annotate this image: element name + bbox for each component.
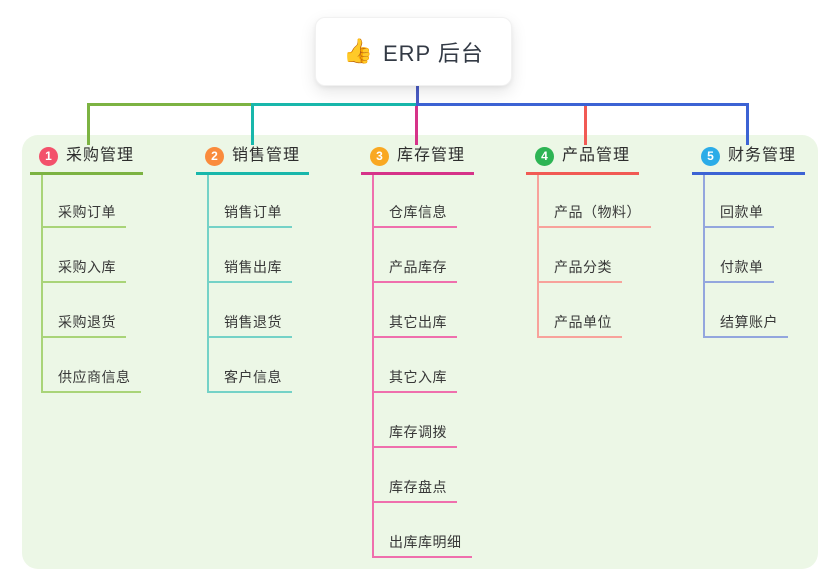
branch-1-child-1[interactable]: 采购订单 [43,204,126,228]
list-item: 销售订单 [207,175,309,228]
list-item: 回款单 [703,175,805,228]
branch-3-child-5[interactable]: 库存调拨 [374,424,457,448]
list-item: 客户信息 [207,338,309,393]
branch-1-child-2[interactable]: 采购入库 [43,259,126,283]
branch-2-drop-line [251,103,254,145]
list-item: 出库库明细 [372,503,474,558]
branch-5-number-badge: 5 [701,146,720,166]
branch-1-children: 采购订单采购入库采购退货供应商信息 [41,175,143,393]
bus-segment-3 [416,103,749,106]
branch-4-children: 产品（物料） 产品分类产品单位 [537,175,651,338]
branch-1-header[interactable]: 1 采购管理 [30,146,143,175]
root-connector-line [416,86,419,103]
branch-5-child-1[interactable]: 回款单 [705,204,774,228]
list-item: 销售出库 [207,228,309,283]
branch-4-header[interactable]: 4 产品管理 [526,146,639,175]
branch-5-header[interactable]: 5 财务管理 [692,146,805,175]
list-item: 仓库信息 [372,175,474,228]
list-item: 产品分类 [537,228,651,283]
list-item: 采购订单 [41,175,143,228]
branch-5-label: 财务管理 [728,147,797,164]
branch-1-drop-line [87,103,90,145]
branch-5-child-2[interactable]: 付款单 [705,259,774,283]
thumbs-up-icon: 👍 [343,37,373,65]
branch-1: 1 采购管理采购订单采购入库采购退货供应商信息 [30,146,143,393]
branch-4-child-1[interactable]: 产品（物料） [539,204,651,228]
branch-2: 2 销售管理销售订单销售出库销售退货客户信息 [196,146,309,393]
branch-4-drop-line [584,103,587,145]
branch-3-child-7[interactable]: 出库库明细 [374,534,472,558]
bus-segment-1 [87,103,252,106]
branch-5-drop-line [746,103,749,145]
branch-1-child-3[interactable]: 采购退货 [43,314,126,338]
list-item: 其它出库 [372,283,474,338]
branch-2-children: 销售订单销售出库销售退货客户信息 [207,175,309,393]
branch-3-children: 仓库信息产品库存其它出库其它入库库存调拨库存盘点出库库明细 [372,175,474,558]
branch-2-child-3[interactable]: 销售退货 [209,314,292,338]
branch-1-child-4[interactable]: 供应商信息 [43,369,141,393]
branch-2-number-badge: 2 [205,146,224,166]
branch-4-child-2[interactable]: 产品分类 [539,259,622,283]
branch-2-header[interactable]: 2 销售管理 [196,146,309,175]
branch-3-child-6[interactable]: 库存盘点 [374,479,457,503]
branch-2-child-4[interactable]: 客户信息 [209,369,292,393]
branch-4: 4 产品管理产品（物料） 产品分类产品单位 [526,146,651,338]
list-item: 其它入库 [372,338,474,393]
branch-5-child-3[interactable]: 结算账户 [705,314,788,338]
branch-5-children: 回款单付款单结算账户 [703,175,805,338]
root-node-label: ERP 后台 [382,40,484,66]
branch-2-label: 销售管理 [232,147,301,164]
branches-panel [22,135,818,569]
branch-3-child-2[interactable]: 产品库存 [374,259,457,283]
list-item: 销售退货 [207,283,309,338]
branch-5: 5 财务管理回款单付款单结算账户 [692,146,805,338]
list-item: 付款单 [703,228,805,283]
list-item: 产品库存 [372,228,474,283]
bus-segment-2 [251,103,417,106]
branch-3-drop-line [415,103,418,145]
branch-3-number-badge: 3 [370,146,389,166]
list-item: 库存调拨 [372,393,474,448]
branch-3-child-4[interactable]: 其它入库 [374,369,457,393]
list-item: 产品（物料） [537,175,651,228]
branch-1-number-badge: 1 [39,146,58,166]
list-item: 供应商信息 [41,338,143,393]
root-node[interactable]: 👍 ERP 后台 [315,17,512,86]
list-item: 采购退货 [41,283,143,338]
list-item: 结算账户 [703,283,805,338]
branch-3-child-1[interactable]: 仓库信息 [374,204,457,228]
list-item: 采购入库 [41,228,143,283]
branch-3-child-3[interactable]: 其它出库 [374,314,457,338]
branch-3-header[interactable]: 3 库存管理 [361,146,474,175]
list-item: 库存盘点 [372,448,474,503]
branch-3-label: 库存管理 [397,147,466,164]
branch-2-child-1[interactable]: 销售订单 [209,204,292,228]
branch-4-number-badge: 4 [535,146,554,166]
list-item: 产品单位 [537,283,651,338]
branch-1-label: 采购管理 [66,147,135,164]
branch-4-child-3[interactable]: 产品单位 [539,314,622,338]
branch-3: 3 库存管理仓库信息产品库存其它出库其它入库库存调拨库存盘点出库库明细 [361,146,474,558]
branch-2-child-2[interactable]: 销售出库 [209,259,292,283]
branch-4-label: 产品管理 [562,147,631,164]
